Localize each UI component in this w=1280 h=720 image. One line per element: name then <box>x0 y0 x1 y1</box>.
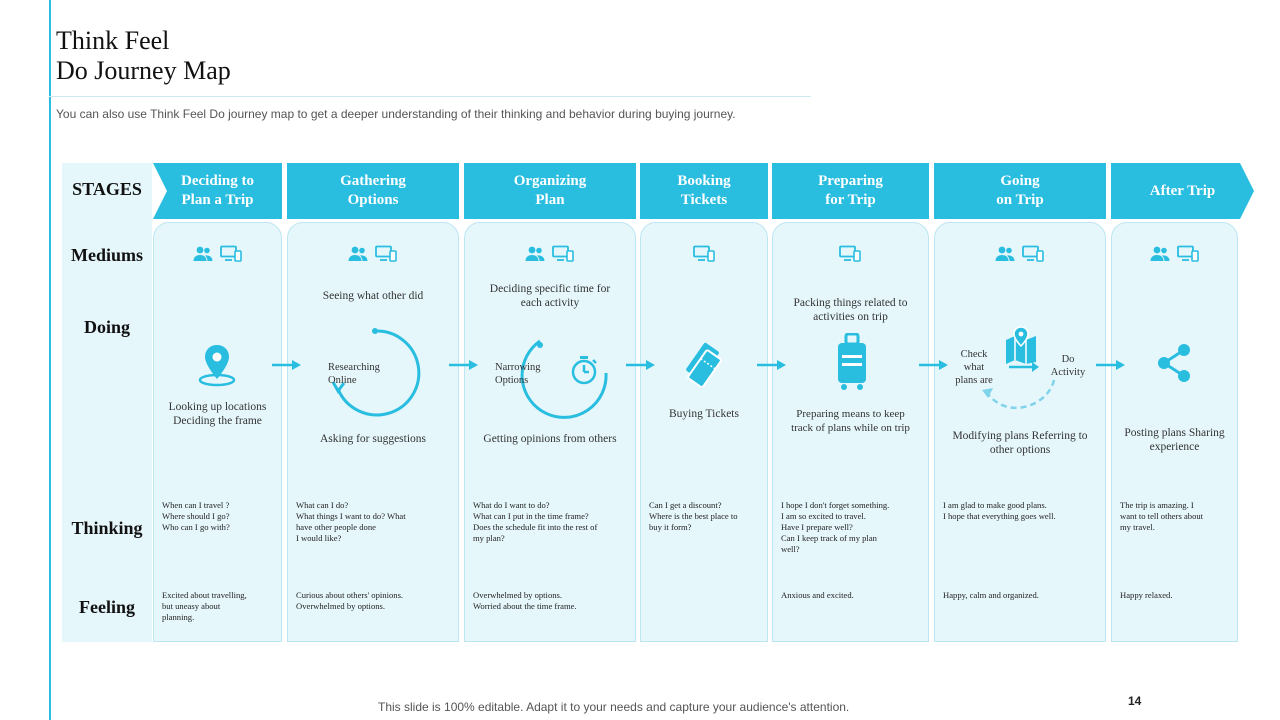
row-label-doing: Doing <box>83 317 130 337</box>
doing-bottom-stage-4: Buying Tickets <box>669 408 739 420</box>
stage-column-1 <box>153 222 282 642</box>
row-labels-panel <box>62 163 152 642</box>
footer-note: This slide is 100% editable. Adapt it to… <box>378 700 850 714</box>
tickets-icon <box>680 341 726 392</box>
people-icon <box>192 245 214 263</box>
map-icon <box>1004 326 1038 369</box>
connector-arrow-1 <box>272 360 301 370</box>
connector-arrow-5 <box>919 360 948 370</box>
cycle-icon <box>320 327 422 424</box>
feeling-stage-2: Curious about others' opinions. Overwhel… <box>296 590 404 611</box>
row-label-thinking: Thinking <box>71 518 143 538</box>
mediums-stage-6 <box>994 245 1044 263</box>
page-subtitle: You can also use Think Feel Do journey m… <box>56 107 736 121</box>
feeling-stage-6: Happy, calm and organized. <box>943 590 1039 600</box>
share-icon <box>1155 342 1193 389</box>
feeling-stage-5: Anxious and excited. <box>781 590 854 600</box>
thinking-stage-3: What do I want to do? What can I put in … <box>473 500 598 543</box>
thinking-stage-6: I am glad to make good plans. I hope tha… <box>943 500 1056 521</box>
feeling-stage-3: Overwhelmed by options. Worried about th… <box>473 590 577 611</box>
page-number: 14 <box>1128 694 1142 708</box>
thinking-stage-7: The trip is amazing. I want to tell othe… <box>1120 500 1204 532</box>
stage-column-2 <box>287 222 459 642</box>
devices-icon <box>839 245 861 263</box>
flow-arrow-icon <box>1008 360 1040 378</box>
people-icon <box>524 245 546 263</box>
luggage-icon <box>836 332 868 396</box>
people-icon <box>347 245 369 263</box>
devices-icon <box>1177 245 1199 263</box>
devices-icon <box>552 245 574 263</box>
devices-icon <box>1022 245 1044 263</box>
doing-inner-left-stage-6: Check what plans are <box>955 349 993 386</box>
doing-bottom-stage-2: Asking for suggestions <box>319 433 427 445</box>
doing-bottom-stage-5: Preparing means to keep track of plans w… <box>791 408 910 434</box>
thinking-stage-1: When can I travel ? Where should I go? W… <box>162 500 230 532</box>
stage-column-7 <box>1111 222 1238 642</box>
devices-icon <box>375 245 397 263</box>
stage-header-7: After Trip <box>1111 163 1254 219</box>
row-label-mediums: Mediums <box>71 245 143 265</box>
doing-top-stage-2: Seeing what other did <box>322 290 424 302</box>
connector-arrow-2 <box>449 360 478 370</box>
stopwatch-icon <box>570 355 598 390</box>
doing-inner-stage-2: Researching Online <box>328 362 380 386</box>
doing-bottom-stage-3: Getting opinions from others <box>483 433 617 445</box>
people-icon <box>994 245 1016 263</box>
thinking-stage-4: Can I get a discount? Where is the best … <box>649 500 738 532</box>
stage-header-3: Organizing Plan <box>464 163 636 219</box>
stage-header-5: Preparing for Trip <box>772 163 929 219</box>
header-divider <box>49 96 811 97</box>
doing-bottom-stage-1: Looking up locations Deciding the frame <box>168 401 267 427</box>
loop-arrow-icon <box>978 376 1060 421</box>
page-title: Think Feel Do Journey Map <box>56 26 231 85</box>
mediums-stage-3 <box>524 245 574 263</box>
doing-bottom-stage-6: Modifying plans Referring to other optio… <box>952 430 1088 456</box>
doing-top-stage-3: Deciding specific time for each activity <box>489 283 611 309</box>
row-label-stages: STAGES <box>72 179 142 199</box>
doing-top-stage-5: Packing things related to activities on … <box>793 297 908 323</box>
stage-column-4 <box>640 222 768 642</box>
stage-header-4: Booking Tickets <box>640 163 768 219</box>
devices-icon <box>220 245 242 263</box>
stage-column-5 <box>772 222 929 642</box>
narrowing-cycle-icon <box>496 327 608 424</box>
mediums-stage-7 <box>1149 245 1199 263</box>
doing-bottom-stage-7: Posting plans Sharing experience <box>1124 427 1225 453</box>
accent-vertical-line <box>49 0 51 720</box>
feeling-stage-1: Excited about travelling, but uneasy abo… <box>162 590 247 622</box>
mediums-stage-1 <box>192 245 242 263</box>
doing-inner-right-stage-6: Do Activity <box>1050 354 1086 378</box>
doing-inner-stage-3: Narrowing Options <box>495 362 541 386</box>
devices-icon <box>693 245 715 263</box>
mediums-stage-5 <box>839 245 861 263</box>
stage-column-3 <box>464 222 636 642</box>
thinking-stage-2: What can I do? What things I want to do?… <box>296 500 406 543</box>
connector-arrow-4 <box>757 360 786 370</box>
feeling-stage-7: Happy relaxed. <box>1120 590 1173 600</box>
stage-header-1: Deciding to Plan a Trip <box>153 163 282 219</box>
connector-arrow-6 <box>1096 360 1125 370</box>
row-label-feeling: Feeling <box>79 597 135 617</box>
mediums-stage-2 <box>347 245 397 263</box>
stage-column-6 <box>934 222 1106 642</box>
connector-arrow-3 <box>626 360 655 370</box>
thinking-stage-5: I hope I don't forget something. I am so… <box>781 500 890 554</box>
stage-header-2: Gathering Options <box>287 163 459 219</box>
mediums-stage-4 <box>693 245 715 263</box>
people-icon <box>1149 245 1171 263</box>
stage-header-6: Going on Trip <box>934 163 1106 219</box>
location-pin-icon <box>196 343 238 392</box>
